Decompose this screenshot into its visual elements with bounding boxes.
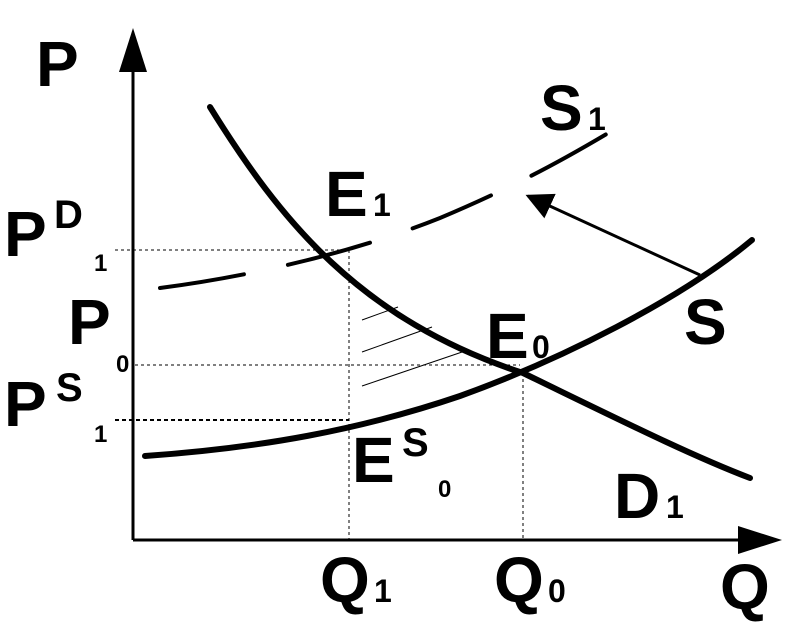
point-label-e1: E [325, 158, 368, 230]
supply-curve-s [142, 237, 755, 459]
quantity-label-q1: Q [320, 544, 370, 616]
curve-label-s1-sub: 1 [588, 101, 606, 137]
price-label-ps1-sup: S [56, 366, 83, 410]
price-label-pd1: P [4, 198, 47, 270]
quantity-label-q0-sub: 0 [548, 573, 566, 609]
curve-label-d1-sub: 1 [666, 489, 684, 525]
x-axis-arrowhead [738, 526, 782, 554]
point-label-e1-sub: 1 [373, 187, 391, 223]
curve-label-d1: D [614, 460, 660, 532]
point-label-es0-sub: 0 [438, 476, 451, 503]
price-label-p0-sub: 0 [116, 351, 129, 378]
supply-curve-s1 [158, 118, 632, 290]
x-axis-label: Q [720, 551, 770, 623]
price-label-ps1-sub: 1 [94, 421, 107, 448]
price-label-pd1-sub: 1 [94, 250, 107, 277]
quantity-label-q1-sub: 1 [374, 573, 392, 609]
point-label-es0: E [352, 424, 395, 496]
point-label-es0-sup: S [402, 421, 429, 465]
price-label-ps1: P [4, 368, 47, 440]
curve-label-s: S [684, 286, 727, 358]
point-label-e0: E [486, 300, 529, 372]
price-label-pd1-sup: D [54, 193, 83, 237]
y-axis-arrowhead [119, 28, 147, 72]
price-label-p0: P [68, 286, 111, 358]
y-axis-label: P [36, 28, 79, 100]
shift-arrow [525, 193, 701, 277]
point-label-e0-sub: 0 [532, 329, 550, 365]
curve-label-s1: S [540, 72, 583, 144]
quantity-label-q0: Q [494, 544, 544, 616]
demand-curve-d1 [207, 104, 753, 481]
